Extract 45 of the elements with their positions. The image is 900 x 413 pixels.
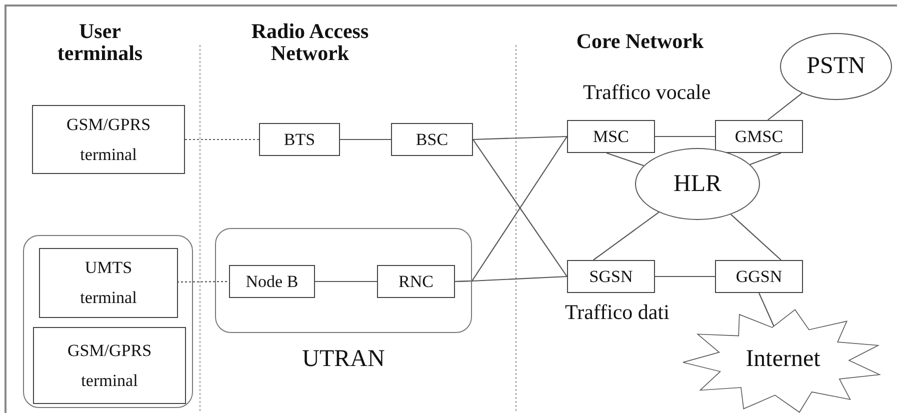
- node-label: GMSC: [734, 126, 784, 148]
- link-line: [454, 276, 568, 282]
- link-line: [750, 152, 782, 166]
- node-label: GGSN: [736, 266, 782, 288]
- link-line: [655, 136, 715, 138]
- node-label: Node B: [246, 270, 298, 293]
- process-box: [391, 123, 473, 156]
- node-label: RNC: [398, 270, 434, 293]
- group-frame: [23, 235, 193, 408]
- node-label: HLR: [674, 170, 722, 198]
- process-box: [39, 248, 178, 318]
- link-line: [472, 139, 568, 277]
- column-heading: Radio Access Network: [250, 20, 370, 64]
- node-label: MSC: [593, 126, 629, 148]
- group-label: UTRAN: [302, 345, 385, 374]
- process-box: [259, 123, 340, 156]
- link-line: [606, 152, 644, 166]
- process-box: [567, 120, 655, 153]
- link-line: [340, 138, 391, 140]
- link-line: [472, 136, 568, 140]
- column-heading: Core Network: [575, 30, 705, 52]
- traffic-label: Traffico vocale: [583, 80, 711, 105]
- link-line: [730, 214, 782, 260]
- node-label: BTS: [284, 128, 316, 151]
- process-box: [567, 260, 655, 293]
- link-line: [767, 92, 802, 120]
- process-box: [32, 105, 185, 174]
- node-label: PSTN: [806, 53, 866, 80]
- column-heading: User terminals: [56, 20, 144, 64]
- link-line: [593, 212, 660, 260]
- process-box: [33, 327, 186, 404]
- process-box: [715, 120, 803, 153]
- node-label: GSM/GPRS terminal: [65, 114, 152, 166]
- link-line: [655, 276, 715, 278]
- node-label: SGSN: [589, 266, 633, 288]
- process-box: [715, 260, 803, 293]
- node-label: UMTS terminal: [79, 257, 138, 309]
- dotted-link: [185, 138, 259, 140]
- node-label: Internet: [746, 346, 820, 372]
- traffic-label: Traffico dati: [565, 300, 670, 325]
- link-line: [315, 280, 377, 282]
- process-box: [229, 265, 315, 298]
- node-label: GSM/GPRS terminal: [66, 340, 153, 392]
- node-label: BSC: [416, 128, 448, 151]
- process-box: [377, 265, 455, 298]
